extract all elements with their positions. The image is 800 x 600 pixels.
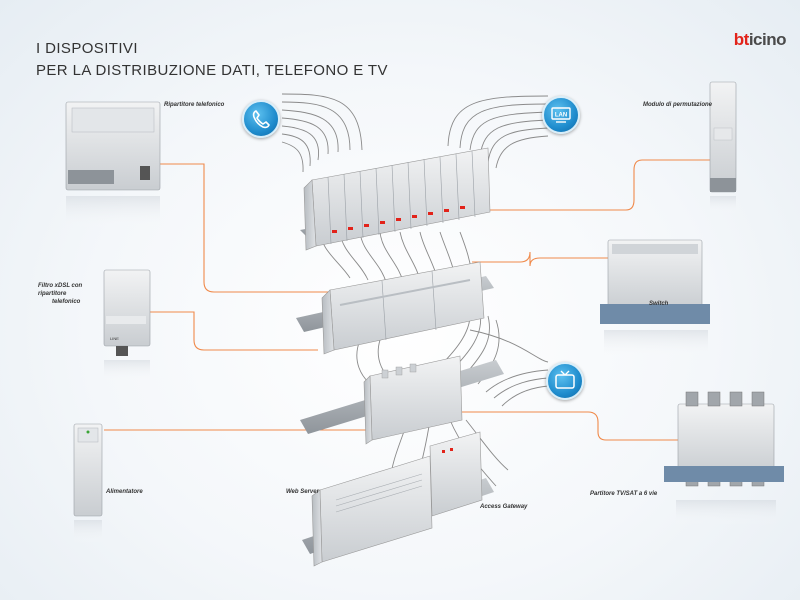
phone-icon xyxy=(252,110,270,129)
lan-icon: LAN xyxy=(551,107,571,123)
bticino-logo: bticino xyxy=(733,30,787,49)
connector-lines xyxy=(104,159,714,441)
central-assembly xyxy=(296,147,504,567)
switch-device xyxy=(600,239,710,358)
access-gateway-device xyxy=(429,431,483,517)
label-modulo-permutazione: Modulo di permutazione xyxy=(643,102,712,108)
title-line-2: PER LA DISTRIBUZIONE DATI, TELEFONO E TV xyxy=(36,62,388,79)
phone-badge xyxy=(242,100,280,138)
modulo-permutazione-device xyxy=(709,81,737,214)
label-alimentatore: Alimentatore xyxy=(106,489,143,495)
alimentatore-device xyxy=(73,423,103,544)
label-switch: Switch xyxy=(649,301,669,307)
svg-text:LAN: LAN xyxy=(555,113,567,119)
label-filtro: Filtro xDSL con ripartitore telefonico xyxy=(38,283,83,305)
label-access-gateway: Access Gateway xyxy=(480,504,528,510)
partitore-device xyxy=(664,391,784,526)
web-server-device xyxy=(319,455,433,563)
tv-badge xyxy=(546,362,584,400)
label-partitore: Partitore TV/SAT a 6 vie xyxy=(590,491,658,497)
ripartitore-modules xyxy=(329,261,485,351)
lan-badge: LAN xyxy=(542,96,580,134)
tv-icon xyxy=(555,370,575,389)
label-web-server: Web Server xyxy=(286,489,319,495)
title-line-1: I DISPOSITIVI xyxy=(36,40,138,57)
page-title: I DISPOSITIVI PER LA DISTRIBUZIONE DATI,… xyxy=(36,38,388,82)
filtro-xdsl-device: LINE xyxy=(103,269,151,382)
label-ripartitore: Ripartitore telefonico xyxy=(164,102,225,108)
modular-blocks xyxy=(303,147,491,251)
line-port-label: LINE xyxy=(110,336,119,341)
ripartitore-device xyxy=(65,101,161,230)
